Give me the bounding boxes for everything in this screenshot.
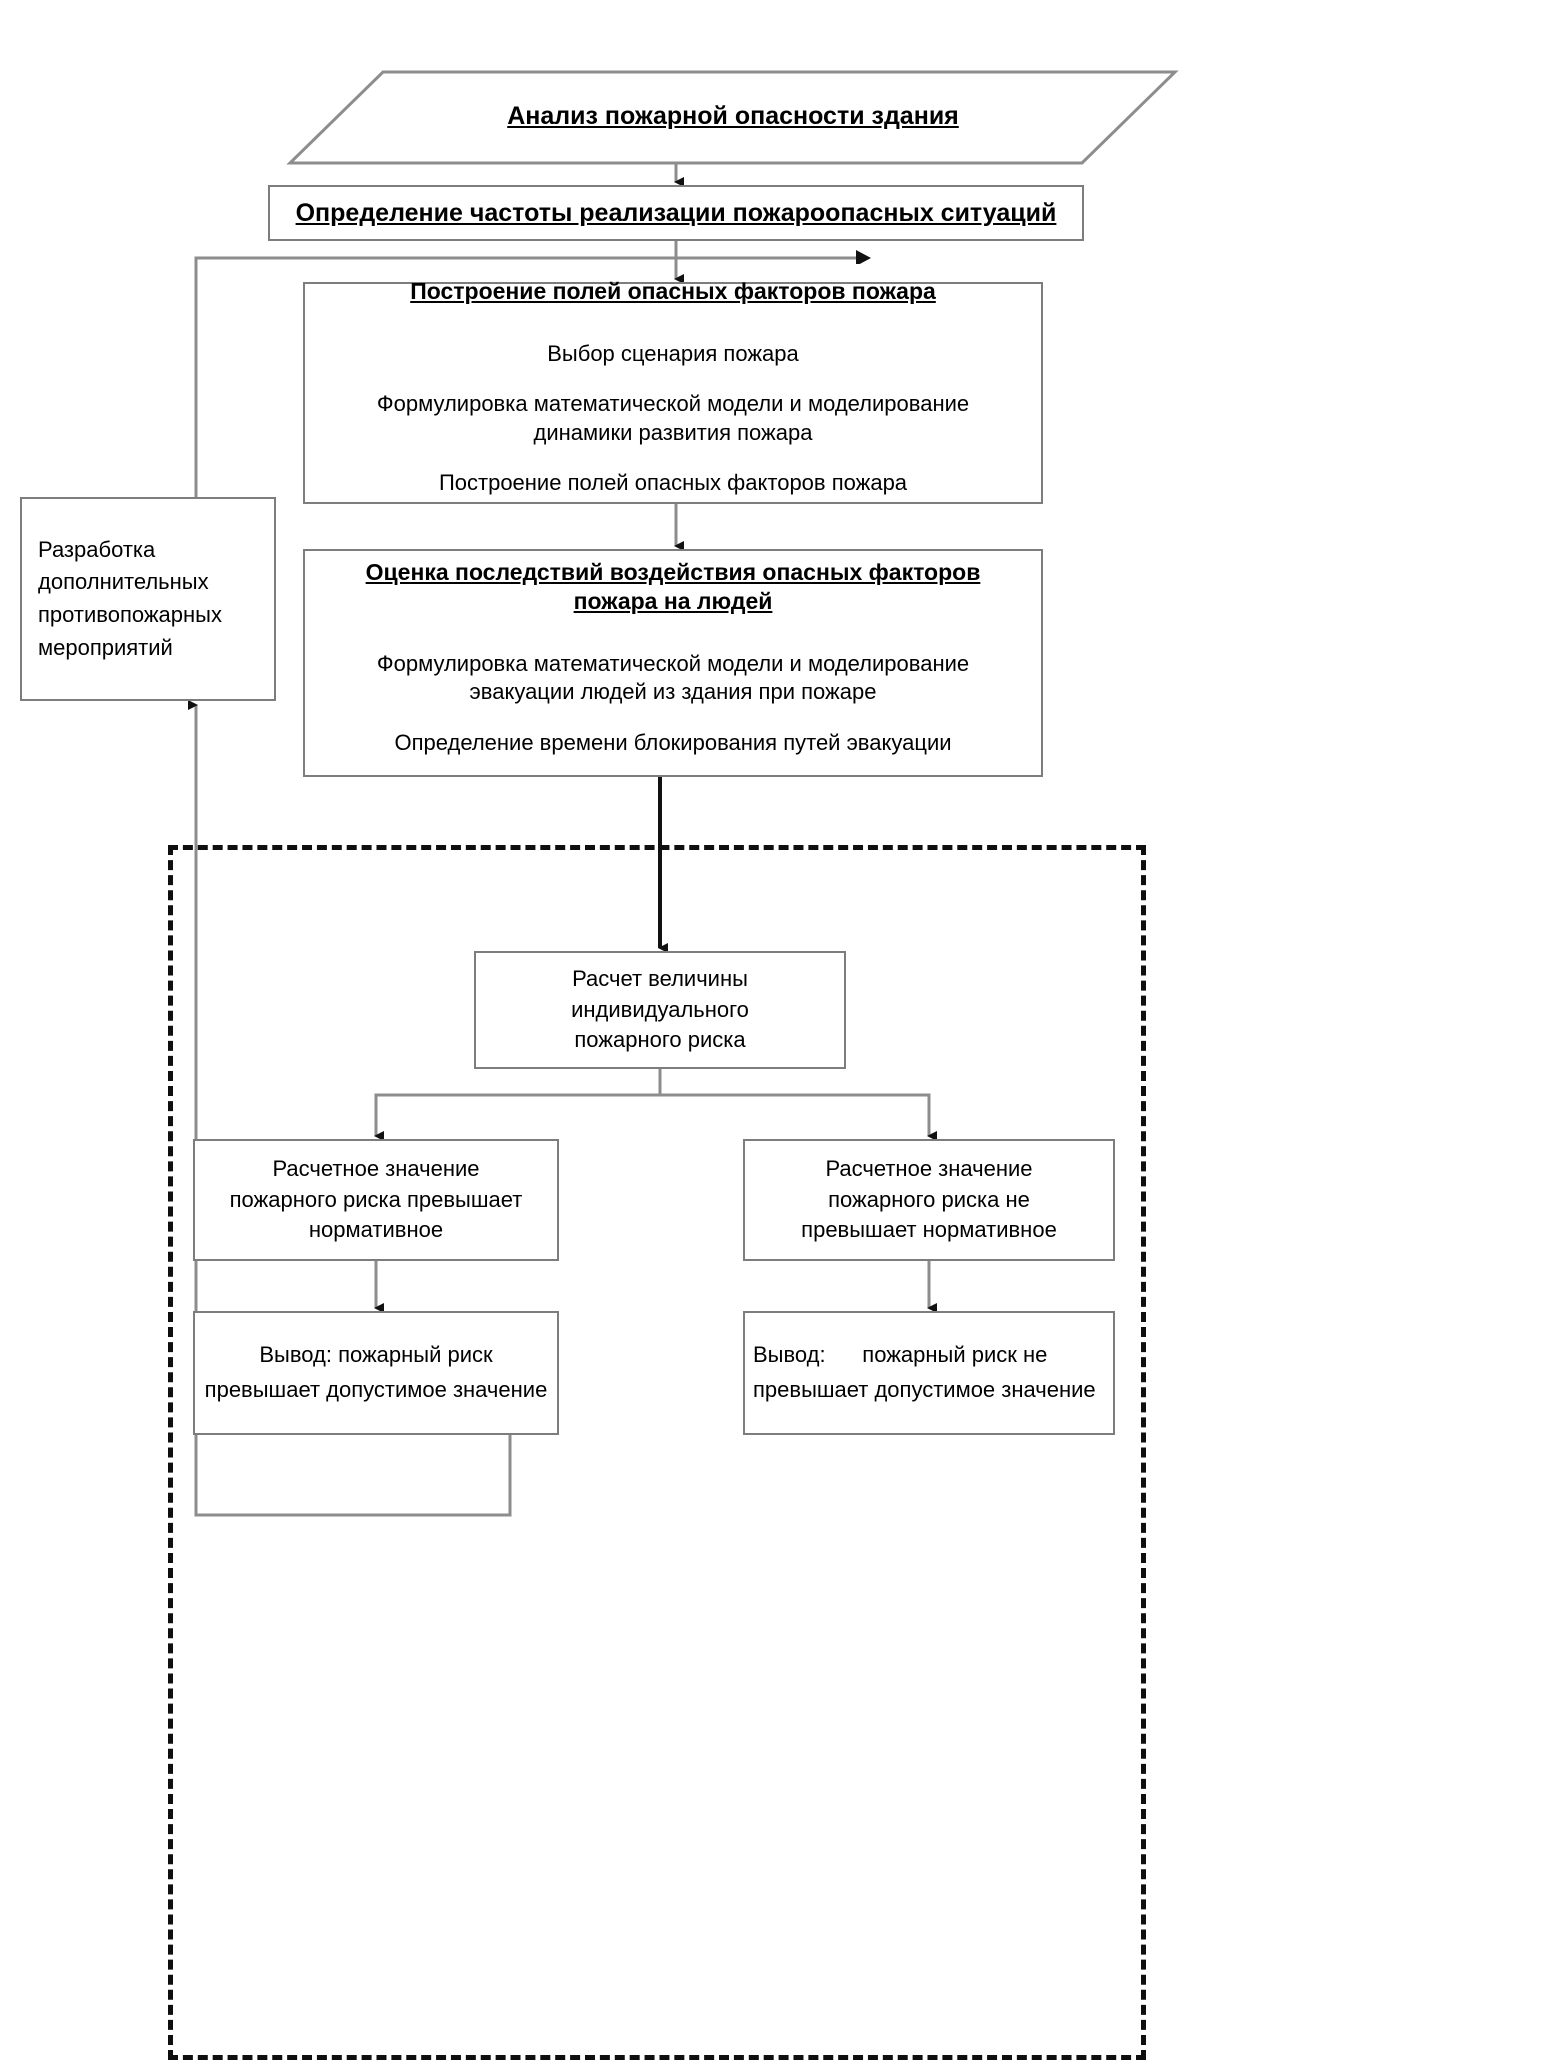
node-fields-line-3: Построение полей опасных факторов пожара	[438, 470, 908, 496]
node-risk-not-exceeds[interactable]: Расчетное значение пожарного риска не пр…	[743, 1139, 1115, 1261]
node-risk-not-exceeds-line-1: Расчетное значение	[825, 1156, 1033, 1182]
node-analysis[interactable]: Анализ пожарной опасности здания	[293, 68, 1173, 168]
node-analysis-title: Анализ пожарной опасности здания	[507, 102, 959, 130]
connector-measures-fields	[194, 258, 862, 497]
connector-conclusionbad-measures	[188, 700, 512, 1517]
connector-riskcalc-split-right	[660, 1093, 937, 1141]
node-risk-exceeds-line-1: Расчетное значение	[272, 1156, 480, 1182]
node-risk-exceeds[interactable]: Расчетное значение пожарного риска превы…	[193, 1139, 559, 1261]
node-fields-title: Построение полей опасных факторов пожара	[410, 278, 936, 305]
connector-riskcalc-split	[374, 1069, 662, 1141]
node-measures-line-3: противопожарных	[38, 602, 222, 627]
node-risk-calc-line-2: индивидуального	[571, 996, 749, 1022]
node-measures-line-1: Разработка	[38, 536, 156, 562]
node-risk-calc[interactable]: Расчет величины индивидуального пожарног…	[474, 951, 846, 1069]
node-conclusion-exceeds[interactable]: Вывод: пожарный риск превышает допустимо…	[193, 1311, 559, 1435]
node-consequences-title: Оценка последствий воздействия опасных ф…	[365, 558, 981, 615]
node-consequences[interactable]: Оценка последствий воздействия опасных ф…	[303, 549, 1043, 777]
node-conclusion-exceeds-line-2: превышает допустимое значение	[204, 1377, 548, 1402]
node-risk-exceeds-line-2: пожарного риска превышает	[229, 1186, 523, 1212]
node-risk-calc-line-3: пожарного риска	[574, 1027, 746, 1053]
node-measures-line-2: дополнительных	[38, 569, 209, 595]
node-frequency-title: Определение частоты реализации пожароопа…	[295, 199, 1057, 227]
node-fields-line-2: Формулировка математической модели и мод…	[376, 391, 970, 445]
node-consequences-line-1: Формулировка математической модели и мод…	[376, 650, 970, 705]
node-measures-line-4: мероприятий	[38, 634, 173, 660]
node-measures[interactable]: Разработка дополнительных противопожарны…	[20, 497, 276, 701]
node-consequences-line-2: Определение времени блокирования путей э…	[394, 729, 952, 755]
node-risk-not-exceeds-line-3: превышает нормативное	[801, 1217, 1057, 1243]
node-fields[interactable]: Построение полей опасных факторов пожара…	[303, 278, 1043, 504]
analysis-parallelogram-shape	[286, 70, 1179, 165]
node-risk-not-exceeds-line-2: пожарного риска не	[828, 1186, 1030, 1212]
node-conclusion-not-exceeds-line-2: превышает допустимое значение	[753, 1377, 1096, 1402]
node-conclusion-not-exceeds-line-1: Вывод: пожарный риск не	[753, 1342, 1048, 1368]
node-risk-calc-line-1: Расчет величины	[572, 966, 748, 992]
node-conclusion-exceeds-line-1: Вывод: пожарный риск	[259, 1342, 493, 1368]
node-risk-exceeds-line-3: нормативное	[308, 1217, 444, 1243]
node-conclusion-not-exceeds[interactable]: Вывод: пожарный риск не превышает допуст…	[743, 1311, 1115, 1435]
node-frequency[interactable]: Определение частоты реализации пожароопа…	[268, 185, 1084, 241]
node-fields-line-1: Выбор сценария пожара	[547, 340, 799, 366]
